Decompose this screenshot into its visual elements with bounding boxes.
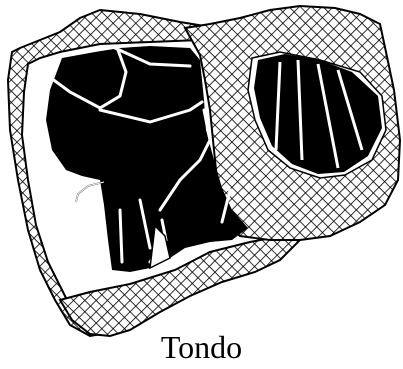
map-caption: Tondo bbox=[0, 327, 403, 367]
